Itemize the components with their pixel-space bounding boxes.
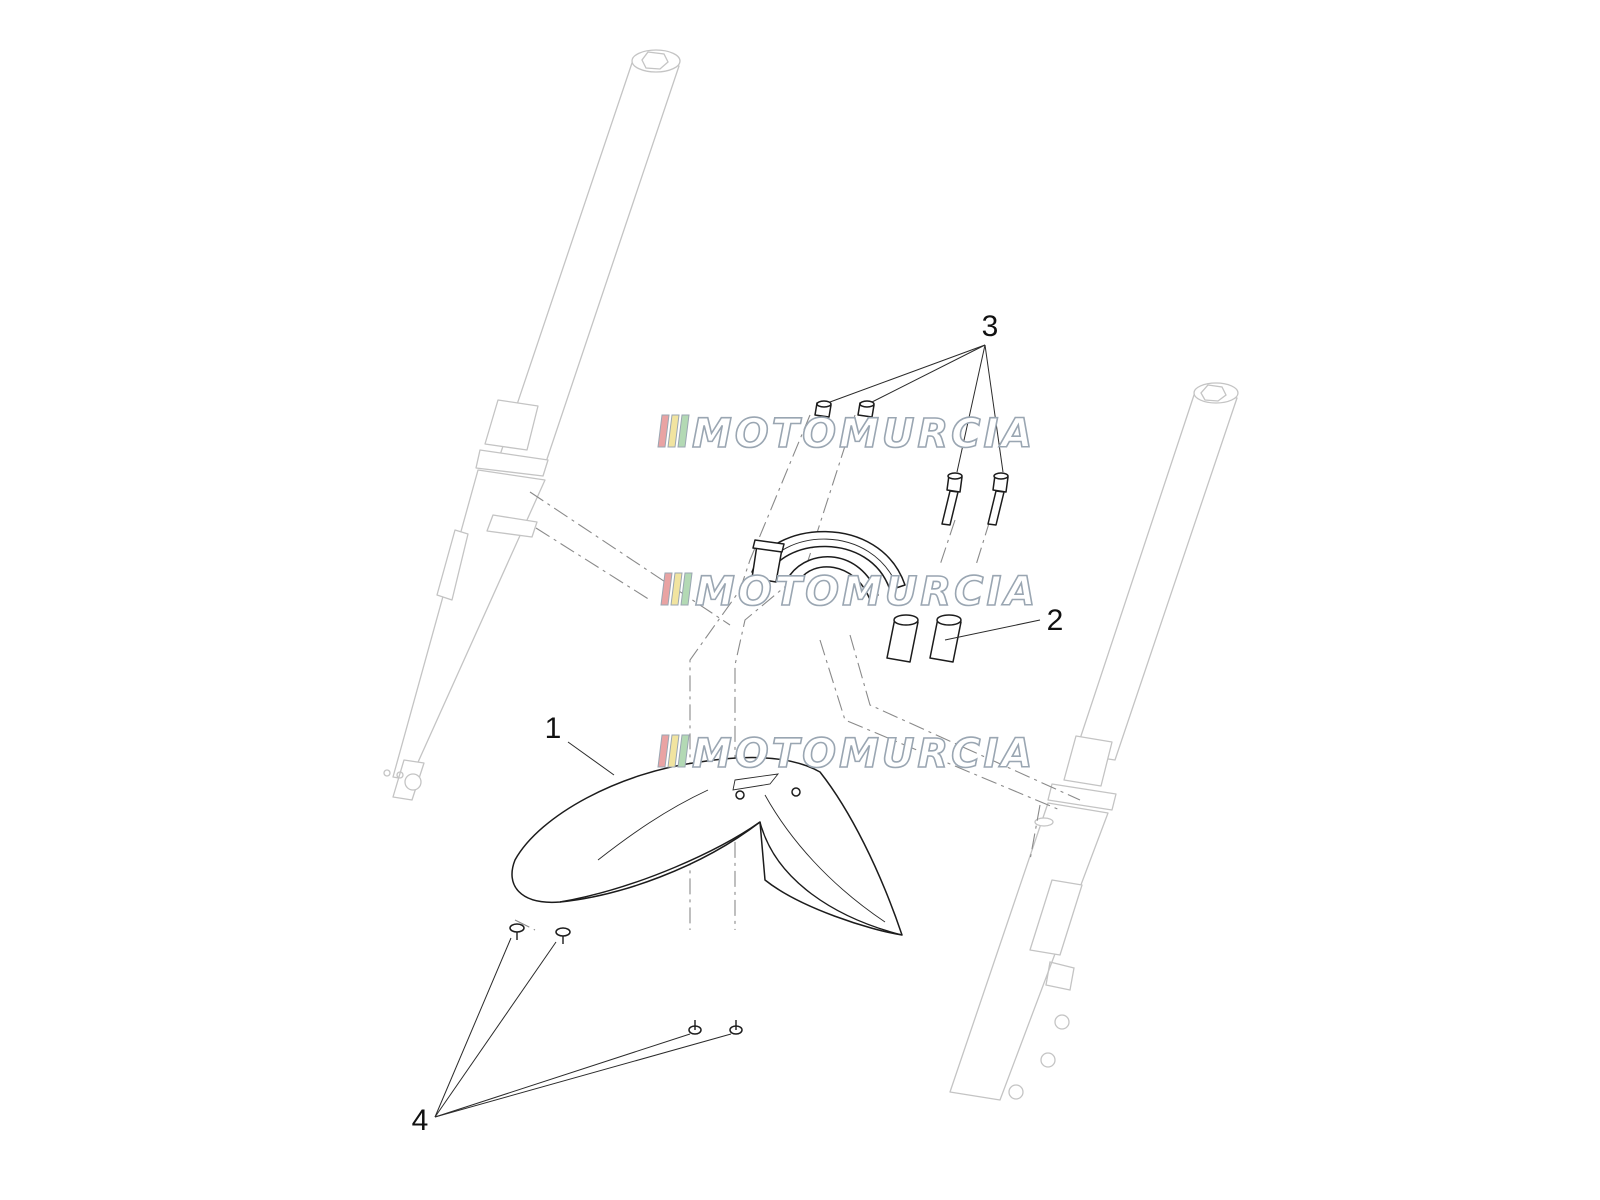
watermark-stripes (657, 734, 690, 768)
screw-3 (688, 1020, 702, 1035)
spacer-1 (886, 614, 919, 663)
callout-4: 4 (412, 1104, 429, 1137)
left-fork-leg (383, 49, 681, 801)
watermark-text: MOTOMURCIA (695, 569, 1038, 615)
screw-4 (729, 1020, 743, 1035)
right-fork-leg (949, 382, 1239, 1101)
watermark-bottom: MOTOMURCIA (657, 730, 1035, 778)
watermark-text: MOTOMURCIA (692, 731, 1035, 777)
short-bolt-2 (857, 400, 875, 418)
part-2-fender-bracket (751, 530, 962, 663)
screw-1 (509, 923, 525, 940)
watermark-middle: MOTOMURCIA (660, 568, 1038, 616)
watermark-text: MOTOMURCIA (692, 411, 1035, 457)
part-1-front-fender (511, 756, 903, 936)
callout-3: 3 (982, 310, 999, 343)
callout-1: 1 (545, 712, 562, 745)
watermark-stripes (657, 414, 690, 448)
screw-2 (555, 927, 571, 944)
watermark-stripes (660, 572, 693, 606)
part-4-screws (509, 923, 743, 1035)
long-bolt-2 (987, 472, 1009, 526)
short-bolt-1 (814, 400, 832, 418)
long-bolt-1 (941, 472, 963, 526)
watermark-top: MOTOMURCIA (657, 410, 1035, 458)
callout-2: 2 (1047, 604, 1064, 637)
part-3-bolts (814, 400, 1009, 526)
spacer-2 (929, 614, 962, 663)
leader-lines (434, 344, 1041, 1118)
assembly-lines (514, 414, 1081, 931)
